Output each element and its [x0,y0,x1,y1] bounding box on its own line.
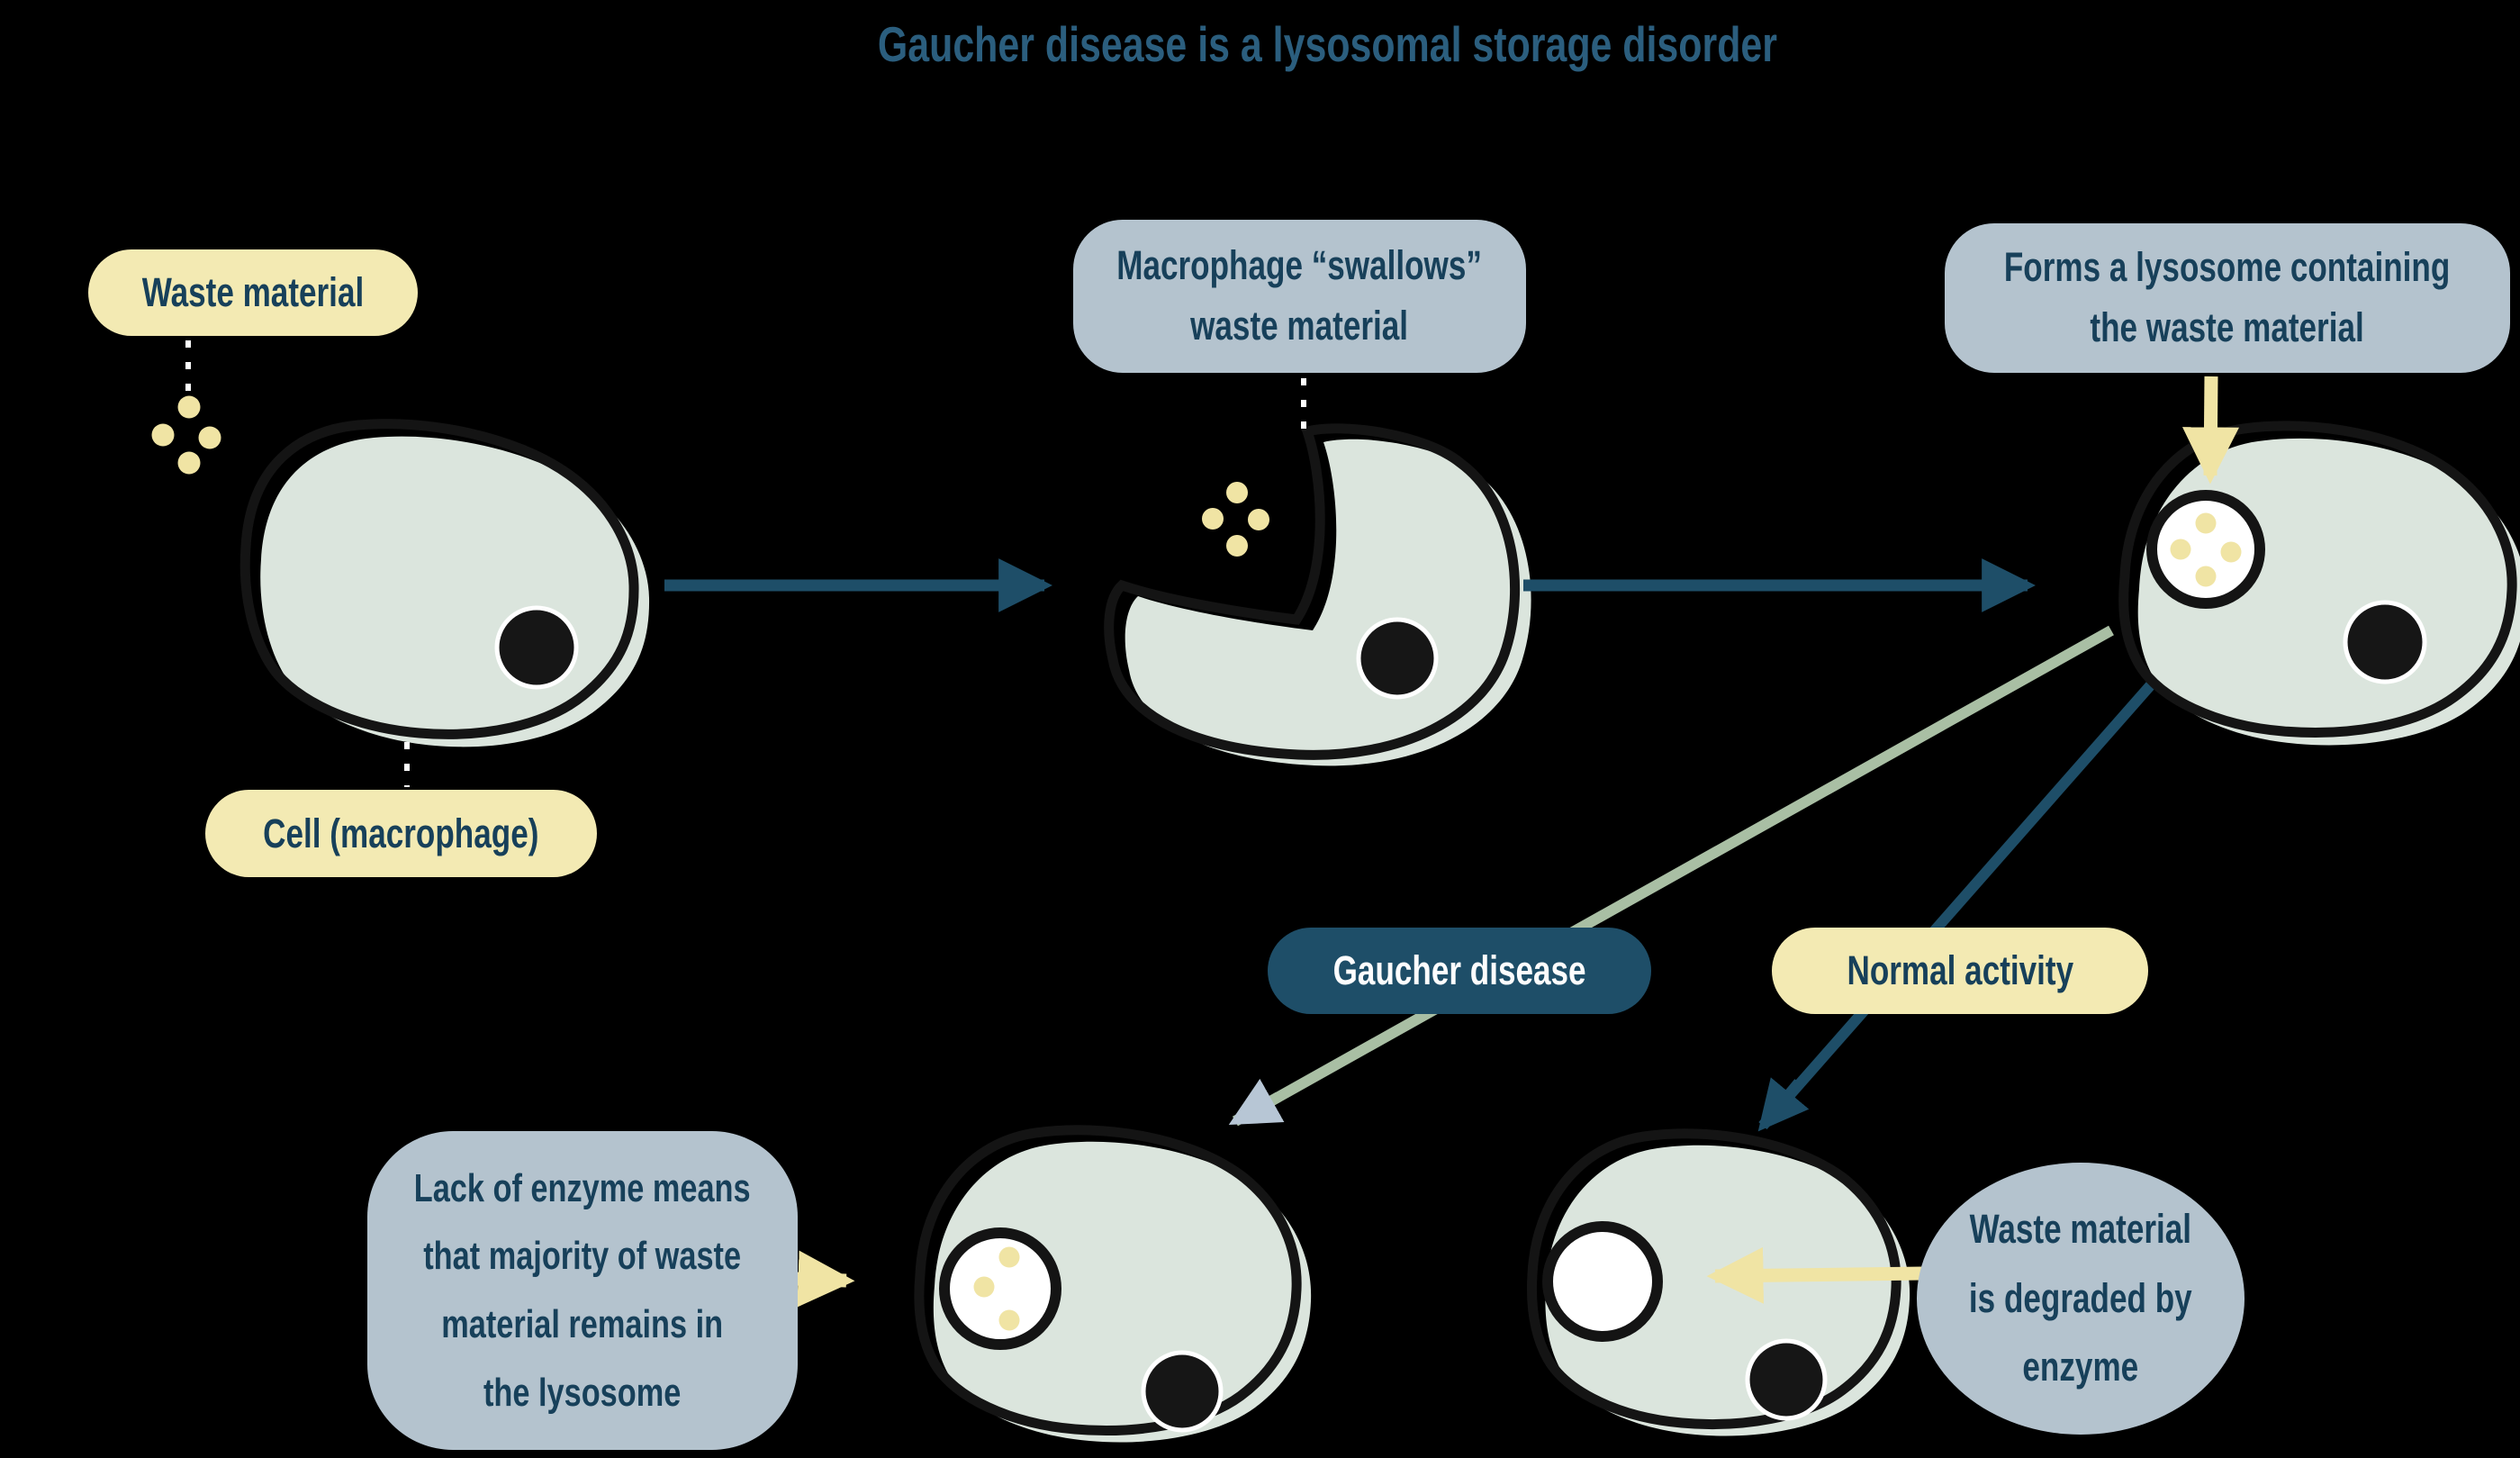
waste-material-dots-near-mouth [1202,482,1269,557]
lysosome-with-waste [939,1227,1061,1350]
cell-body-outline [239,419,639,739]
remaining-waste-dots [973,1246,1020,1331]
lack-enzyme-pointer-arrow [795,1250,855,1308]
cell-macrophage-label: Cell (macrophage) [205,790,597,877]
gaucher-disease-label: Gaucher disease [1268,928,1651,1014]
forms-lysosome-label: Forms a lysosome containing the waste ma… [1945,223,2510,373]
cell-macrophage-label-text: Cell (macrophage) [263,810,539,856]
lack-of-enzyme-line-2: that majority of waste [423,1234,742,1279]
lack-of-enzyme-label: Lack of enzyme means that majority of wa… [367,1131,798,1450]
nucleus [494,605,579,690]
normal-outcome-cell [1526,1128,1910,1436]
waste-degraded-line-3: enzyme [2022,1344,2139,1390]
macrophage-cell [239,419,650,747]
macrophage-swallows-line-1: Macrophage “swallows” [1116,242,1483,289]
nucleus [1745,1338,1828,1421]
cell-body-outline [914,1125,1302,1435]
empty-lysosome [1542,1221,1663,1342]
normal-activity-label: Normal activity [1772,928,2148,1014]
gaucher-outcome-cell [914,1125,1312,1443]
lysosome [2146,490,2265,609]
waste-material-label-text: Waste material [141,269,365,316]
cell-body-outline [2118,421,2517,738]
waste-degraded-label-text: Waste material is degraded by enzyme [1969,1195,2192,1402]
page-title: Gaucher disease is a lysosomal storage d… [859,9,1795,79]
waste-material-label: Waste material [88,249,418,336]
gaucher-disease-label-text: Gaucher disease [1332,947,1586,994]
macrophage-swallows-line-2: waste material [1190,303,1409,349]
lack-of-enzyme-label-text: Lack of enzyme means that majority of wa… [414,1155,751,1427]
lysosome-pointer-arrow [2181,376,2239,484]
waste-material-dots [151,395,221,475]
lack-of-enzyme-line-1: Lack of enzyme means [414,1165,751,1210]
normal-activity-label-text: Normal activity [1847,947,2073,994]
macrophage-cell-lysosome [2118,421,2520,746]
lack-of-enzyme-line-4: the lysosome [483,1370,682,1415]
page-title-text: Gaucher disease is a lysosomal storage d… [877,15,1777,72]
cell-body-fill [1125,439,1531,766]
waste-degraded-label: Waste material is degraded by enzyme [1917,1163,2245,1435]
waste-degraded-line-1: Waste material [1969,1206,2192,1253]
forms-lysosome-line-2: the waste material [2090,304,2365,350]
nucleus [2343,600,2427,684]
normal-pathway-arrowhead [1757,1077,1810,1132]
forms-lysosome-line-1: Forms a lysosome containing [2004,244,2451,291]
normal-pathway-line [1758,670,2165,1129]
cell-body-fill [933,1141,1312,1443]
forms-lysosome-label-text: Forms a lysosome containing the waste ma… [2004,238,2450,358]
gaucher-pathway-arrowhead [1228,1078,1285,1127]
macrophage-cell-swallowing [1104,423,1531,766]
nucleus [1356,617,1439,700]
degraded-pointer-arrow [1706,1246,1923,1304]
cell-body-outline [1104,423,1521,760]
nucleus [1141,1350,1224,1433]
cell-body-outline [1526,1128,1901,1429]
waste-degraded-line-2: is degraded by [1969,1274,2192,1321]
macrophage-swallows-label-text: Macrophage “swallows” waste material [1117,236,1483,356]
lack-of-enzyme-line-3: material remains in [441,1302,724,1346]
dotted-connectors [185,340,1306,787]
gaucher-pathway-line [1233,625,2114,1127]
waste-dots-in-lysosome [2170,512,2242,587]
macrophage-swallows-label: Macrophage “swallows” waste material [1073,220,1526,373]
